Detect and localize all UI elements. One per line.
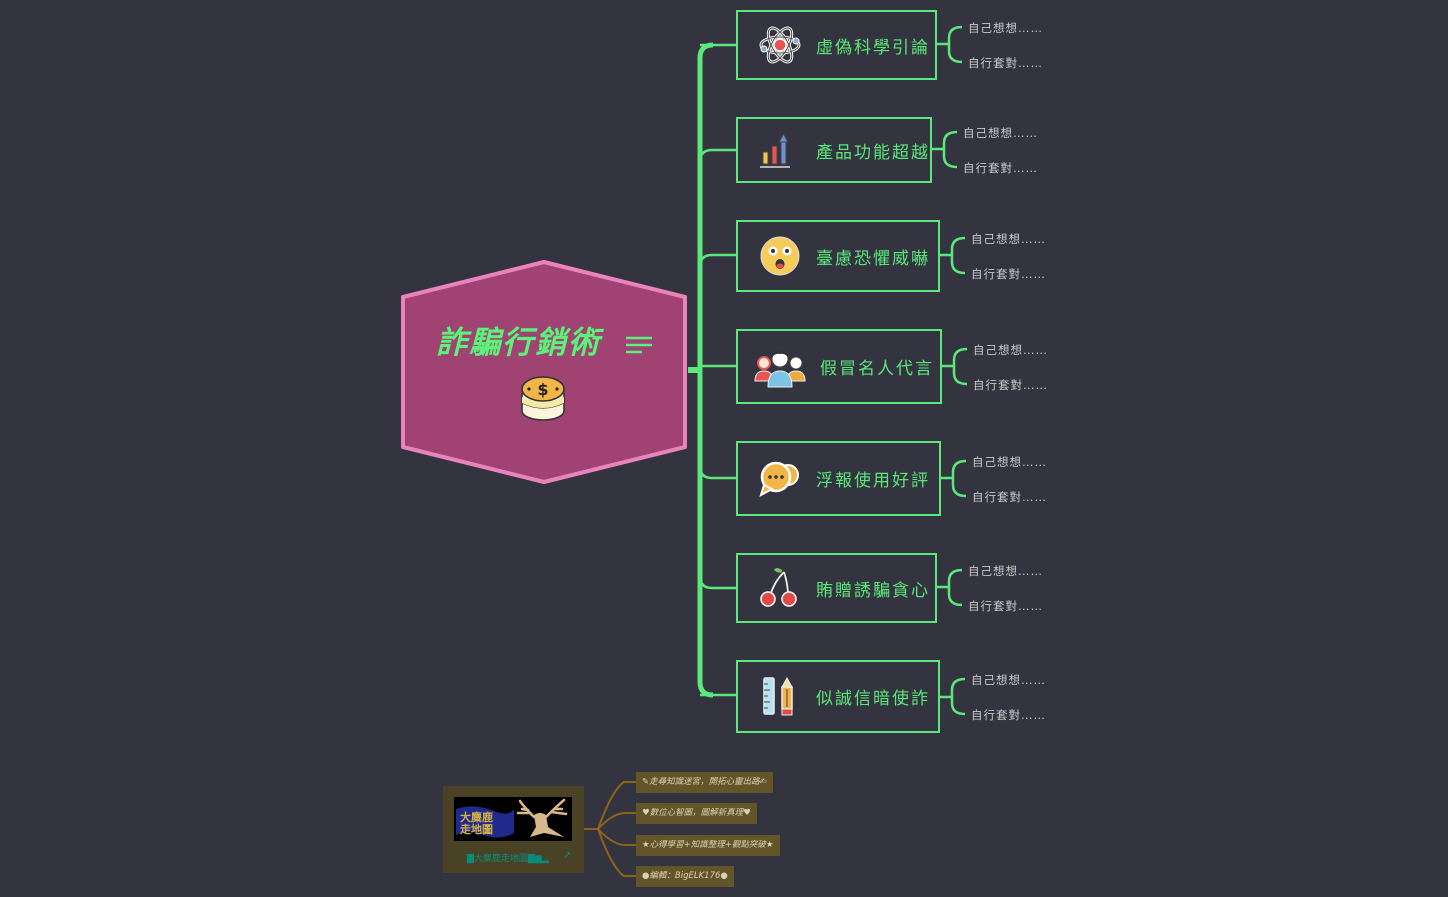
shocked-face-icon [760,236,800,276]
bar-chart-growth-icon [760,132,790,168]
topic-bribe-gifts[interactable]: 賄贈誘騙貪心 [736,553,937,623]
subtopic-think[interactable]: 自己想想…… [972,455,1047,469]
people-group-icon [754,349,806,387]
subtopic-apply[interactable]: 自行套對…… [968,56,1043,70]
topic-fake-integrity[interactable]: 似誠信暗使詐 [736,660,940,733]
root-title: 詐騙行銷術 [398,317,690,362]
subtopic-think[interactable]: 自己想想…… [971,673,1046,687]
subtopic-apply[interactable]: 自行套對…… [963,161,1038,175]
topic-label: 浮報使用好評 [816,471,930,491]
cherries-icon [760,568,797,607]
topic-label: 假冒名人代言 [820,359,934,379]
svg-text:大麋鹿: 大麋鹿 [460,810,493,824]
topic-label: 虛偽科學引論 [816,37,930,58]
chat-bubbles-icon [759,461,799,497]
subtopic-think[interactable]: 自己想想…… [963,126,1038,140]
topic-fake-reviews[interactable]: 浮報使用好評 [736,441,941,516]
coin-stack-icon: $ [521,376,565,421]
ruler-pencil-icon [763,676,793,715]
subtopic-think[interactable]: 自己想想…… [968,21,1043,35]
note-editor[interactable]: ●編輯：BigELK176● [636,866,734,887]
logo-image: 大麋鹿 走地圖 [454,797,572,841]
topic-label: 產品功能超越 [816,142,930,163]
topic-label: 似誠信暗使詐 [816,689,930,709]
topic-pseudo-science[interactable]: 虛偽科學引論 [736,10,937,80]
card-link[interactable]: ▇大麋鹿走地圖▇▆▂ [467,854,549,864]
svg-text:走地圖: 走地圖 [459,822,493,836]
topic-label: 賄贈誘騙貪心 [816,580,930,601]
note-motto[interactable]: ♥數位心智圖，圖解新真理♥ [636,803,757,824]
subtopic-apply[interactable]: 自行套對…… [973,378,1048,392]
topic-product-claims[interactable]: 產品功能超越 [736,117,932,183]
topic-fear-threat[interactable]: 臺慮恐懼威嚇 [736,220,940,292]
subtopic-apply[interactable]: 自行套對…… [972,490,1047,504]
notes-lines-icon[interactable] [624,334,652,356]
elk-logo-icon: 大麋鹿 走地圖 [456,798,568,838]
subtopic-apply[interactable]: 自行套對…… [971,708,1046,722]
note-learning[interactable]: ★心得學習+知識整理+觀點突破★ [636,835,780,856]
hexagon-shape [401,260,687,484]
svg-text:$: $ [537,380,548,399]
subtopic-apply[interactable]: 自行套對…… [968,599,1043,613]
author-card[interactable]: 大麋鹿 走地圖 ▇大麋鹿走地圖▇▆▂ ↗ [443,786,584,873]
subtopic-think[interactable]: 自己想想…… [973,343,1048,357]
root-topic[interactable]: 詐騙行銷術 $ [398,259,690,485]
subtopic-think[interactable]: 自己想想…… [968,564,1043,578]
topic-label: 臺慮恐懼威嚇 [816,248,930,269]
subtopic-think[interactable]: 自己想想…… [971,232,1046,246]
root-title-text: 詐騙行銷術 [436,325,602,361]
subtopic-apply[interactable]: 自行套對…… [971,267,1046,281]
note-slogan[interactable]: ✎走尋知識迷宮，開拓心靈出路✍ [636,772,773,793]
topic-celebrity-endorsement[interactable]: 假冒名人代言 [736,329,942,404]
external-link-icon[interactable]: ↗ [563,850,572,861]
atom-icon [759,26,801,64]
